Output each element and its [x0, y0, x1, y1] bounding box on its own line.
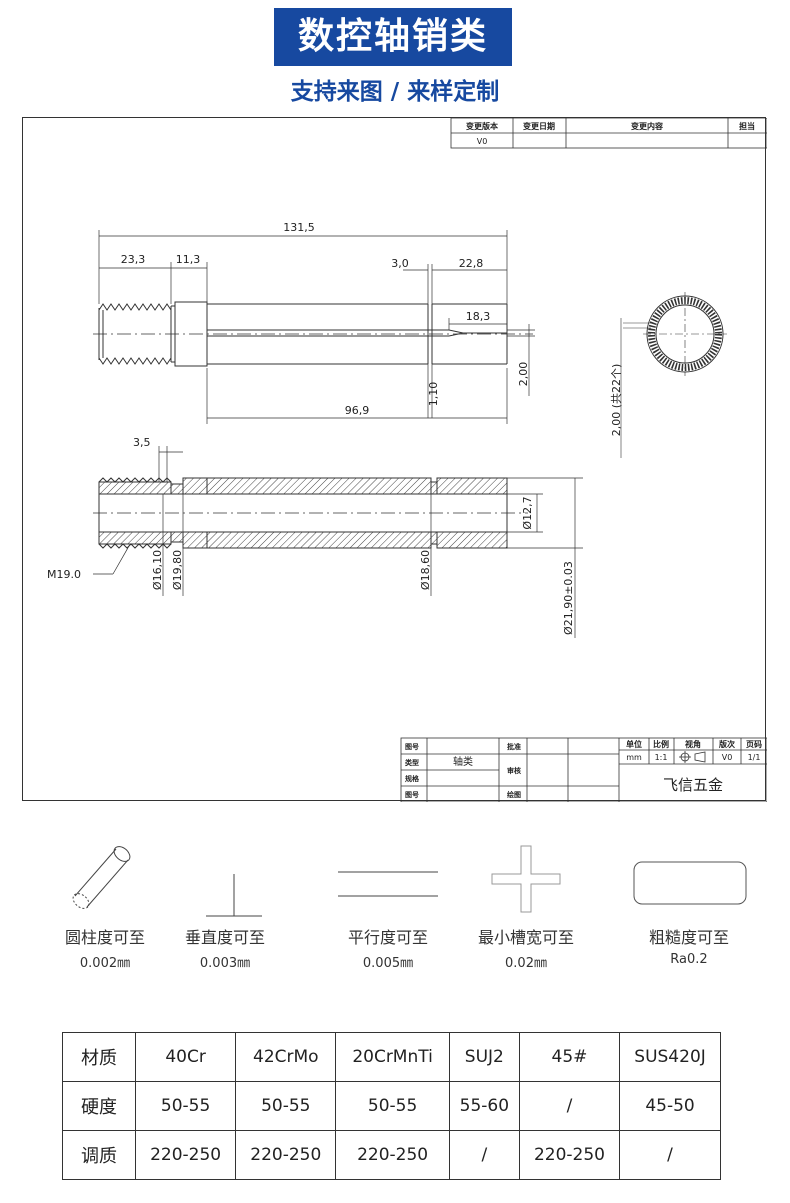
rev-version-value: V0	[477, 137, 488, 146]
table-cell: 20CrMnTi	[335, 1032, 450, 1082]
tb-head-view: 视角	[685, 739, 701, 749]
dim-thread-size: M19.0	[47, 568, 81, 581]
tb-head-page: 页码	[746, 740, 762, 749]
page-subtitle: 支持来图 / 来样定制	[290, 79, 500, 105]
table-cell: SUJ2	[448, 1032, 520, 1082]
tb-val-scale: 1:1	[655, 753, 668, 762]
row-head-hardness: 硬度	[62, 1081, 136, 1131]
tol-groove-width: 最小槽宽可至 0.02㎜	[466, 840, 586, 971]
rev-header-date: 变更日期	[523, 121, 555, 131]
tol-groove-width-value: 0.02㎜	[505, 956, 547, 971]
table-cell: 220-250	[518, 1130, 621, 1180]
table-cell: 40Cr	[134, 1032, 237, 1082]
dim-d1: Ø16,10	[151, 550, 164, 590]
page-title: 数控轴销类	[274, 8, 512, 66]
rounded-rect-icon	[633, 861, 747, 905]
tb-label-drawing-no-2: 图号	[405, 790, 419, 799]
tol-parallelism: 平行度可至 0.005㎜	[333, 840, 443, 971]
table-cell: /	[518, 1081, 621, 1131]
dim-d4: Ø12,7	[521, 496, 534, 529]
cylinder-icon	[72, 846, 131, 909]
dim-slot-width: 2,00	[517, 362, 530, 387]
dim-knurl-pitch: 2,00 (共22个)	[610, 364, 623, 437]
table-cell: SUS420J	[619, 1032, 721, 1082]
dim-d5: Ø21,90±0.03	[562, 561, 575, 635]
tb-label-type: 类型	[405, 758, 419, 767]
dim-groove-width: 3,0	[391, 257, 409, 270]
table-cell: 45#	[518, 1032, 621, 1082]
table-cell: 50-55	[134, 1081, 237, 1131]
rev-header-version: 变更版本	[466, 121, 498, 131]
table-cell: /	[448, 1130, 520, 1180]
tol-perpendicularity-label: 垂直度可至	[184, 928, 265, 947]
table-cell: 50-55	[335, 1081, 450, 1131]
tb-head-scale: 比例	[653, 739, 669, 749]
tol-parallelism-value: 0.005㎜	[362, 956, 414, 971]
dim-right-length: 22,8	[459, 257, 484, 270]
tol-parallelism-label: 平行度可至	[347, 928, 428, 947]
tb-label-approve: 批准	[507, 742, 521, 751]
table-cell: 42CrMo	[235, 1032, 337, 1082]
tol-cylindricity: 圆柱度可至 0.002㎜	[50, 840, 160, 971]
table-cell: 220-250	[134, 1130, 237, 1180]
tol-roughness-value: Ra0.2	[670, 952, 708, 967]
dim-slot-span: 96,9	[345, 404, 370, 417]
shaft-top-view	[93, 301, 533, 367]
dim-slot-length: 18,3	[466, 310, 491, 323]
rev-header-owner: 担当	[739, 121, 755, 131]
tb-val-rev: V0	[722, 753, 733, 762]
tol-perpendicularity-value: 0.003㎜	[199, 956, 251, 971]
shaft-section-view	[93, 477, 528, 549]
title-block: 图号 类型 规格 图号 轴类 批准 审核 绘图 单位 比例 视角 版次 页码 m…	[400, 737, 768, 803]
dim-d3: Ø18,60	[419, 550, 432, 590]
table-cell: 220-250	[335, 1130, 450, 1180]
top-view-dimensions: 131,5 23,3 11,3 3,0 22,8 18,3 2,00 1,10 …	[98, 221, 535, 424]
parallel-icon	[338, 871, 438, 897]
tb-val-unit: mm	[626, 753, 642, 762]
tb-head-unit: 单位	[626, 739, 642, 749]
row-head-tempering: 调质	[62, 1130, 136, 1180]
rev-header-content: 变更内容	[631, 121, 663, 131]
tol-roughness-label: 粗糙度可至	[648, 928, 729, 947]
dim-slot-gap: 1,10	[427, 382, 440, 407]
table-row: 调质 220-250 220-250 220-250 / 220-250 /	[62, 1130, 721, 1180]
table-cell: 55-60	[448, 1081, 520, 1131]
dim-small-groove: 3,5	[133, 436, 151, 449]
section-view-dimensions: 3,5 M19.0 Ø16,10 Ø19,80 Ø18,60 Ø12,7 Ø21…	[47, 436, 583, 638]
cross-groove-icon	[491, 845, 561, 913]
tb-type-value: 轴类	[453, 755, 473, 768]
dim-overall-length: 131,5	[283, 221, 315, 234]
table-row: 硬度 50-55 50-55 50-55 55-60 / 45-50	[62, 1081, 721, 1131]
perpendicular-icon	[206, 874, 262, 917]
tb-label-review: 审核	[507, 766, 521, 775]
tol-roughness: 粗糙度可至 Ra0.2	[628, 840, 750, 967]
engineering-drawing: 变更版本 变更日期 变更内容 担当 V0	[22, 117, 768, 803]
tol-perpendicularity: 垂直度可至 0.003㎜	[170, 840, 280, 971]
tol-groove-width-label: 最小槽宽可至	[477, 928, 574, 947]
dim-groove-length: 11,3	[176, 253, 201, 266]
knurl-end-view: 2,00 (共22个)	[610, 292, 727, 458]
drawing-canvas: 变更版本 变更日期 变更内容 担当 V0	[47, 117, 768, 803]
tb-label-draw: 绘图	[507, 790, 521, 799]
tb-label-spec: 规格	[405, 774, 420, 783]
projection-symbol-icon	[679, 751, 706, 763]
dim-thread-length: 23,3	[121, 253, 146, 266]
tol-cylindricity-value: 0.002㎜	[79, 956, 131, 971]
table-row: 材质 40Cr 42CrMo 20CrMnTi SUJ2 45# SUS420J	[62, 1032, 721, 1082]
table-cell: 45-50	[619, 1081, 721, 1131]
materials-table: 材质 40Cr 42CrMo 20CrMnTi SUJ2 45# SUS420J…	[62, 1032, 721, 1180]
table-cell: /	[619, 1130, 721, 1180]
row-head-material: 材质	[62, 1032, 136, 1082]
dim-d2: Ø19,80	[171, 550, 184, 590]
table-cell: 220-250	[235, 1130, 337, 1180]
tb-company: 飞信五金	[663, 776, 723, 794]
tb-head-rev: 版次	[718, 739, 735, 749]
tb-label-drawing-no: 图号	[405, 742, 419, 751]
tb-val-page: 1/1	[748, 753, 761, 762]
tol-cylindricity-label: 圆柱度可至	[64, 928, 145, 947]
revision-table: 变更版本 变更日期 变更内容 担当 V0	[450, 117, 768, 149]
table-cell: 50-55	[235, 1081, 337, 1131]
